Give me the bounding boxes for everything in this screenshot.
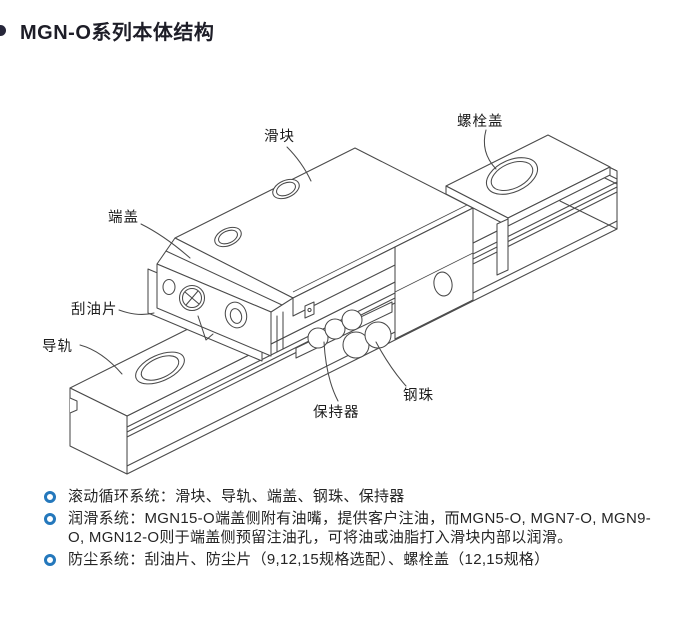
circle-bullet-icon [44, 491, 56, 503]
page-title: MGN-O系列本体结构 [20, 22, 215, 44]
label-bolt-cover: 螺栓盖 [457, 113, 504, 130]
diagram-labels: 滑块 螺栓盖 端盖 刮油片 导轨 保持器 钢珠 [42, 113, 504, 421]
circle-bullet-icon [44, 553, 56, 566]
list-item: 防尘系统：刮油片、防尘片（9,12,15规格选配）、螺栓盖（12,15规格） [44, 550, 664, 570]
note-text: 滚动循环系统：滑块、导轨、端盖、钢珠、保持器 [68, 488, 405, 505]
leader-lines [79, 129, 497, 402]
label-retainer: 保持器 [313, 404, 360, 421]
notes-list: 滚动循环系统：滑块、导轨、端盖、钢珠、保持器 润滑系统：MGN15-O端盖侧附有… [44, 487, 664, 571]
label-slider: 滑块 [264, 128, 295, 145]
section-bullet-icon [0, 25, 6, 36]
label-oil-scraper: 刮油片 [71, 301, 118, 318]
bolt-cover-drawing [445, 134, 611, 276]
end-cap-drawing [156, 237, 294, 357]
circle-bullet-icon [44, 512, 56, 525]
list-item: 润滑系统：MGN15-O端盖侧附有油嘴，提供客户注油，而MGN5-O, MGN7… [44, 509, 664, 548]
note-text: 润滑系统：MGN15-O端盖侧附有油嘴，提供客户注油，而MGN5-O, MGN7… [68, 509, 652, 547]
label-rail: 导轨 [42, 338, 73, 355]
list-item: 滚动循环系统：滑块、导轨、端盖、钢珠、保持器 [44, 487, 664, 507]
balls-drawing [307, 309, 392, 359]
note-text: 防尘系统：刮油片、防尘片（9,12,15规格选配）、螺栓盖（12,15规格） [68, 550, 550, 568]
page-header: MGN-O系列本体结构 [0, 16, 693, 48]
label-end-cap: 端盖 [108, 209, 139, 226]
label-steel-ball: 钢珠 [403, 387, 434, 404]
